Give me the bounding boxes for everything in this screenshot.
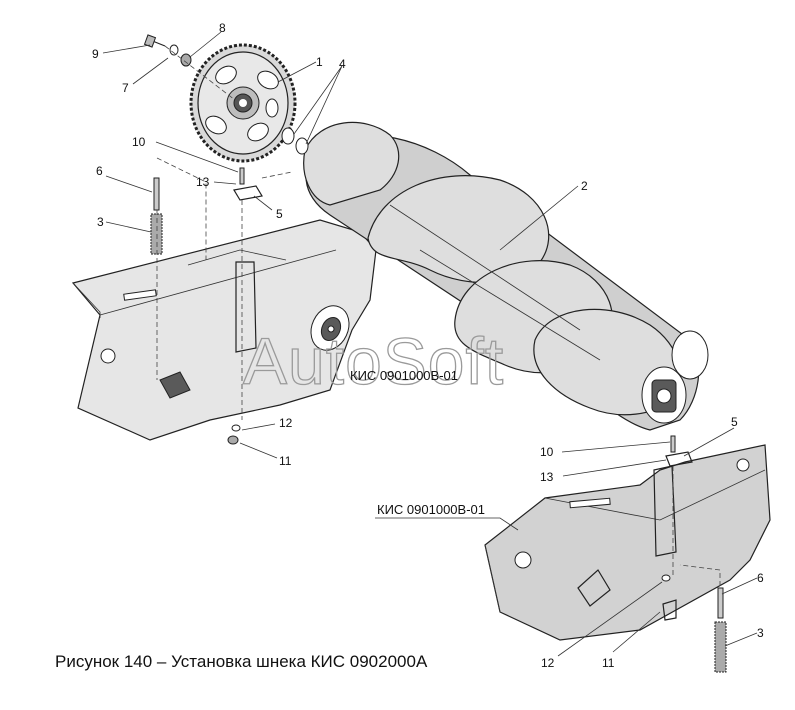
lower-right-bracket: [484, 444, 771, 641]
callout-11-left: 11: [279, 454, 292, 468]
callout-9: 9: [92, 47, 99, 61]
callout-5-left: 5: [276, 207, 283, 221]
figure-caption: Рисунок 140 – Установка шнека КИС 090200…: [55, 652, 428, 671]
callout-12-right: 12: [541, 656, 555, 670]
auger: [303, 121, 709, 431]
right-fasteners: [661, 435, 727, 673]
part-code-lower-leader: [375, 517, 519, 531]
callout-3-left: 3: [97, 215, 104, 229]
left-fasteners: [150, 157, 293, 445]
callout-3-right: 3: [757, 626, 764, 640]
callout-12-left: 12: [279, 416, 293, 430]
callout-8: 8: [219, 21, 226, 35]
callout-4: 4: [339, 57, 346, 71]
callout-10-left: 10: [132, 135, 146, 149]
callout-13-left: 13: [196, 175, 210, 189]
callout-11-right: 11: [602, 656, 615, 670]
part-code-upper: КИС 0901000В-01: [350, 368, 458, 383]
callout-7: 7: [122, 81, 129, 95]
callout-numbers: 9 8 7 1 4 10 6 13 5 3 2 12 11 5 10 13 12…: [92, 21, 764, 670]
part-code-lower: КИС 0901000В-01: [377, 502, 485, 517]
callout-1: 1: [316, 55, 323, 69]
sprocket: [189, 43, 297, 163]
callout-2: 2: [581, 179, 588, 193]
washers: [281, 127, 309, 155]
callout-10-right: 10: [540, 445, 554, 459]
callout-leaders: [102, 31, 758, 657]
watermark: AutoSoft: [243, 324, 504, 398]
callout-5-right: 5: [731, 415, 738, 429]
callout-6-right: 6: [757, 571, 764, 585]
bolt-assembly: [143, 34, 236, 101]
callout-13-right: 13: [540, 470, 554, 484]
callout-6-left: 6: [96, 164, 103, 178]
upper-left-bracket: [71, 219, 377, 441]
